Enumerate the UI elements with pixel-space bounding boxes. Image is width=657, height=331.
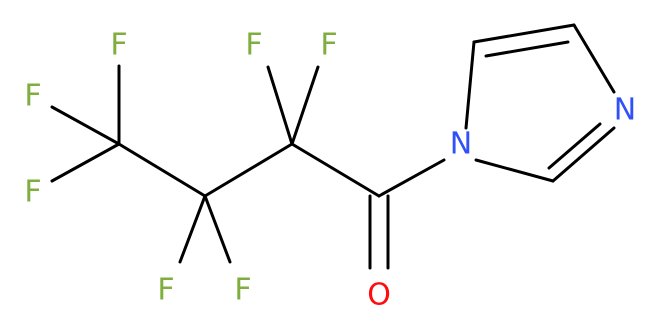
bond-c4-n1: [377, 158, 446, 198]
bond-c3-f6: [266, 65, 294, 146]
bond-c5-c6: [472, 23, 576, 44]
atom-f6: F: [245, 28, 262, 63]
bond-c2-f5: [203, 194, 232, 264]
atom-o1: O: [367, 278, 391, 313]
bond-c2-c3: [203, 142, 294, 198]
bond-n2-c7-inner: [547, 122, 602, 170]
bond-n2-c7: [551, 126, 616, 183]
atom-n2: N: [614, 93, 636, 128]
bond-c1-f3: [50, 142, 121, 183]
atom-f1: F: [110, 28, 127, 63]
bond-n1-c5: [464, 40, 476, 130]
bond-c3-f7: [290, 65, 320, 146]
atom-f7: F: [320, 28, 337, 63]
atom-labels: F F F F F F F O N N: [24, 28, 636, 313]
bond-c2-f4: [178, 194, 207, 264]
atom-f4: F: [157, 273, 174, 308]
atom-f3: F: [24, 175, 41, 210]
atom-n1: N: [450, 127, 472, 162]
bond-c1-c2: [117, 142, 207, 198]
bond-c7-n1: [474, 158, 555, 183]
bond-c5-c6-inner: [484, 40, 570, 58]
bonds: [50, 23, 616, 270]
bond-c6-n2: [572, 23, 616, 94]
bond-c3-c4: [290, 142, 381, 198]
atom-f2: F: [24, 79, 41, 114]
bond-c1-f2: [50, 105, 121, 146]
atom-f5: F: [234, 273, 251, 308]
